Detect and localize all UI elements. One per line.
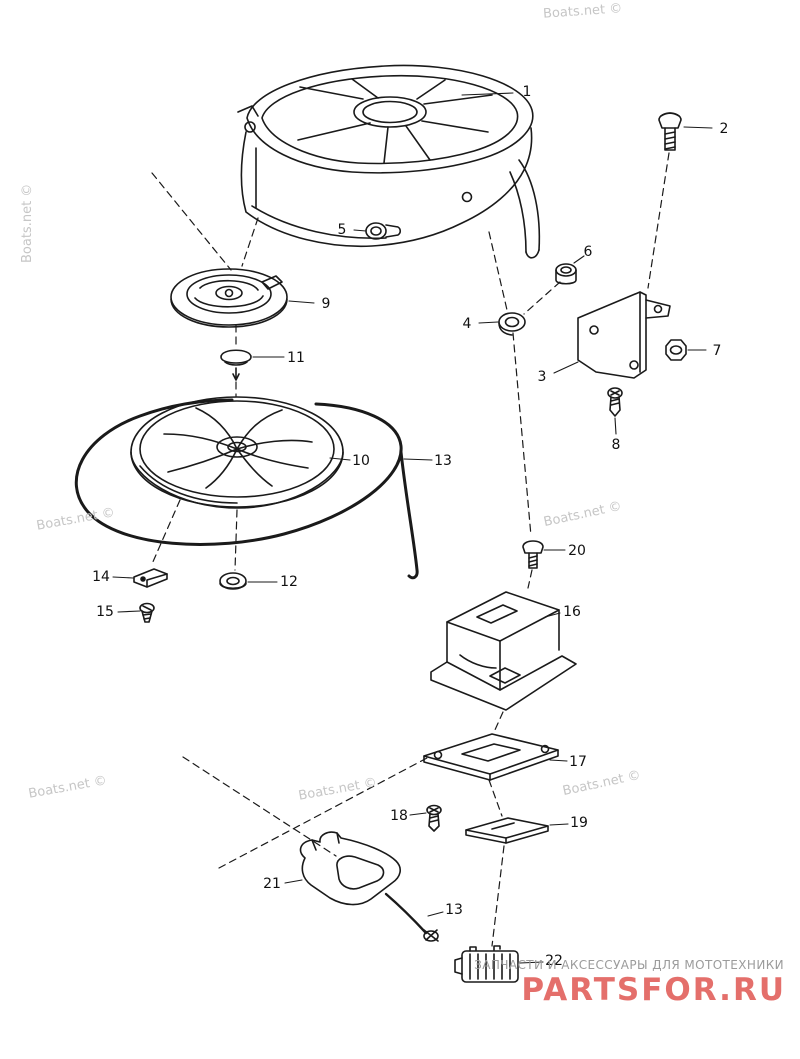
part-callout-12: 12 [280, 574, 298, 590]
part-callout-6: 6 [583, 244, 593, 260]
part-callout-9: 9 [321, 296, 331, 312]
part-callout-18: 18 [390, 808, 408, 824]
part-7-nut-drawing [666, 340, 686, 360]
assembly-dashed-lines [152, 153, 669, 946]
part-callout-1: 1 [522, 84, 532, 100]
callout-leader-lines [113, 93, 712, 963]
part-5-fitting-drawing [366, 223, 400, 239]
part-22-anchor-drawing [455, 946, 518, 982]
part-14-clip-drawing [134, 569, 167, 587]
part-4-grommet-drawing [499, 313, 525, 335]
part-3-bracket-drawing [578, 292, 670, 378]
brand-logo: PARTSFOR.RU [521, 972, 786, 1008]
part-6-bushing-drawing [556, 264, 576, 284]
part-callout-7: 7 [712, 343, 722, 359]
part-callout-19: 19 [570, 815, 588, 831]
part-2-screw-drawing [659, 113, 681, 150]
part-callout-2: 2 [719, 121, 729, 137]
part-20-screw-drawing [523, 541, 543, 568]
part-callout-10: 10 [352, 453, 370, 469]
part-18-screw-drawing [427, 806, 441, 832]
part-10-pulley-drawing [131, 397, 343, 508]
part-callout-14: 14 [92, 569, 110, 585]
part-callout-21: 21 [263, 876, 281, 892]
part-12-washer-drawing [220, 573, 246, 589]
part-15-screw-drawing [140, 604, 154, 623]
part-callout-22: 22 [545, 953, 563, 969]
part-callout-13: 13 [434, 453, 452, 469]
part-callout-3: 3 [537, 369, 547, 385]
part-callout-15: 15 [96, 604, 114, 620]
part-8-screw-drawing [608, 388, 622, 416]
part-19-plate-drawing [466, 818, 548, 843]
footer-tagline: ЗАПЧАСТИ И АКСЕССУАРЫ ДЛЯ МОТОТЕХНИКИ [474, 958, 784, 972]
part-11-cap-drawing [221, 350, 251, 380]
part-9-sheave-drawing [171, 269, 287, 327]
part-21-handle-drawing [301, 832, 401, 904]
part-1-housing-drawing [238, 65, 539, 257]
part-17-plate-drawing [424, 734, 558, 780]
part-callout-13b: 13 [445, 902, 463, 918]
part-callout-4: 4 [462, 316, 472, 332]
part-callout-17: 17 [569, 754, 587, 770]
part-13-rope-drawing [76, 400, 417, 578]
part-callout-5: 5 [337, 222, 347, 238]
part-callout-16: 16 [563, 604, 581, 620]
part-16-bracket-drawing [431, 592, 576, 710]
part-callout-8: 8 [611, 437, 621, 453]
watermark: Boats.net © [20, 183, 35, 263]
part-callout-20: 20 [568, 543, 586, 559]
part-callout-11: 11 [287, 350, 305, 366]
part-13-rope-end-drawing [386, 894, 438, 941]
